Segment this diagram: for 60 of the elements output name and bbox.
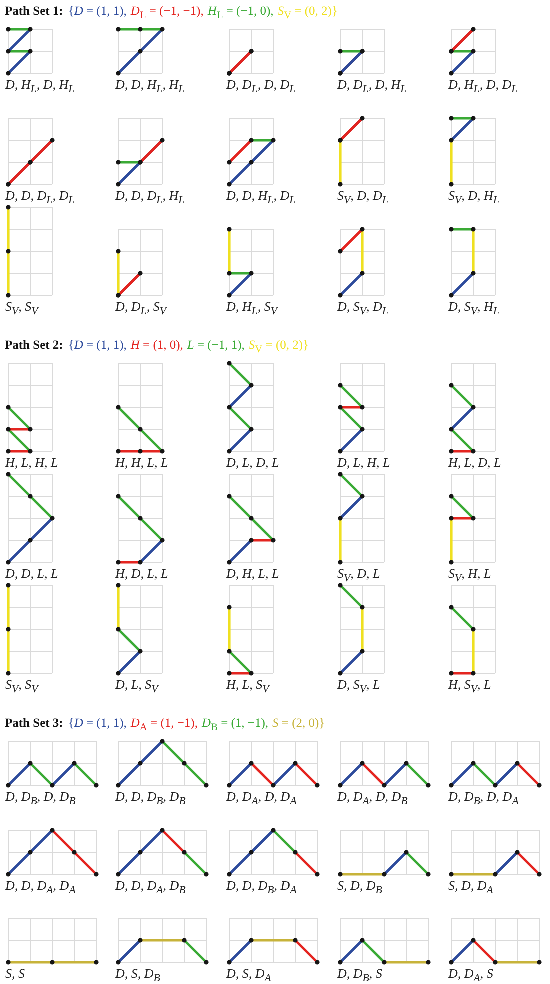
legend-entry: {D = (1, 1),: [68, 338, 127, 353]
path-caption: H, H, L, L: [116, 456, 168, 470]
path-caption: D, S$_{V}$, H$_{L}$: [448, 300, 500, 318]
legend-entry: {D = (1, 1),: [68, 716, 127, 731]
path-caption: D, S, D$_{A}$: [226, 966, 272, 984]
path-caption: D, D, L, L: [6, 566, 58, 580]
path-caption: S, D, D$_{B}$: [338, 878, 382, 898]
path-caption: H, L, S$_{V}$: [226, 678, 270, 696]
set-heading: Path Set 1:: [5, 4, 64, 19]
legend-entry: H$_{L}$ = (−1, 0),: [208, 4, 274, 22]
path-caption: H, L, H, L: [6, 456, 58, 470]
path-caption: D, D, H$_{L}$, H$_{L}$: [116, 78, 185, 96]
legend-entry: S$_{V}$ = (0, 2)}: [248, 338, 310, 356]
path-caption: D, H$_{L}$, D, H$_{L}$: [6, 78, 75, 96]
path-caption: D, H, L, L: [226, 566, 280, 580]
path-caption: D, D$_{B}$, D, D$_{A}$: [448, 790, 519, 808]
path-caption: D, D$_{L}$, D, D$_{L}$: [226, 78, 296, 96]
path-caption: H, D, L, L: [116, 566, 168, 580]
path-caption: D, D, D$_{L}$, D$_{L}$: [6, 188, 75, 208]
path-caption: D, H$_{L}$, S$_{V}$: [226, 300, 278, 318]
path-caption: D, S$_{V}$, D$_{L}$: [338, 300, 388, 318]
path-caption: S$_{V}$, D, L: [338, 566, 380, 586]
legend-entry: H = (1, 0),: [130, 338, 184, 353]
legend-entry: S$_{V}$ = (0, 2)}: [278, 4, 338, 22]
path-caption: S, D, D$_{A}$: [448, 878, 494, 898]
path-caption: D, H$_{L}$, D, D$_{L}$: [448, 78, 518, 96]
path-caption: D, D, D$_{A}$, D$_{A}$: [6, 878, 76, 898]
path-caption: D, S, D$_{B}$: [116, 966, 160, 984]
path-caption: D, D, H$_{L}$, D$_{L}$: [226, 188, 296, 208]
path-caption: D, D, D$_{B}$, D$_{A}$: [226, 878, 297, 898]
path-caption: S$_{V}$, S$_{V}$: [6, 300, 38, 318]
path-caption: D, D, D$_{A}$, D$_{B}$: [116, 878, 186, 898]
legend-entry: D$_{L}$ = (−1, −1),: [130, 4, 204, 22]
path-caption: S$_{V}$, D, D$_{L}$: [338, 188, 388, 208]
path-caption: D, D, D$_{L}$, H$_{L}$: [116, 188, 185, 208]
path-caption: D, D$_{L}$, D, H$_{L}$: [338, 78, 407, 96]
path-caption: D, L, D, L: [226, 456, 280, 470]
path-caption: D, D$_{B}$, D, D$_{B}$: [6, 790, 76, 808]
path-caption: S$_{V}$, D, H$_{L}$: [448, 188, 500, 208]
path-caption: S, S: [6, 966, 25, 980]
path-caption: D, D$_{A}$, S: [448, 966, 494, 984]
path-caption: S$_{V}$, H, L: [448, 566, 492, 586]
legend-entry: L = (−1, 1),: [187, 338, 245, 353]
set-heading: Path Set 2:: [5, 338, 64, 353]
path-caption: D, D$_{B}$, S: [338, 966, 382, 984]
path-caption: H, L, D, L: [448, 456, 502, 470]
path-caption: D, D$_{A}$, D, D$_{B}$: [338, 790, 408, 808]
legend-entry: D$_{B}$ = (1, −1),: [202, 716, 269, 734]
path-caption: D, L, H, L: [338, 456, 390, 470]
path-caption: H, S$_{V}$, L: [448, 678, 492, 696]
set-heading: Path Set 3:: [5, 716, 64, 731]
path-caption: D, D$_{A}$, D, D$_{A}$: [226, 790, 297, 808]
path-caption: D, D, D$_{B}$, D$_{B}$: [116, 790, 186, 808]
legend-entry: S = (2, 0)}: [272, 716, 326, 731]
legend-entry: {D = (1, 1),: [68, 4, 127, 19]
path-caption: D, L, S$_{V}$: [116, 678, 158, 696]
legend-entry: D$_{A}$ = (1, −1),: [130, 716, 198, 734]
path-caption: D, S$_{V}$, L: [338, 678, 380, 696]
path-caption: D, D$_{L}$, S$_{V}$: [116, 300, 166, 318]
path-caption: S$_{V}$, S$_{V}$: [6, 678, 38, 696]
